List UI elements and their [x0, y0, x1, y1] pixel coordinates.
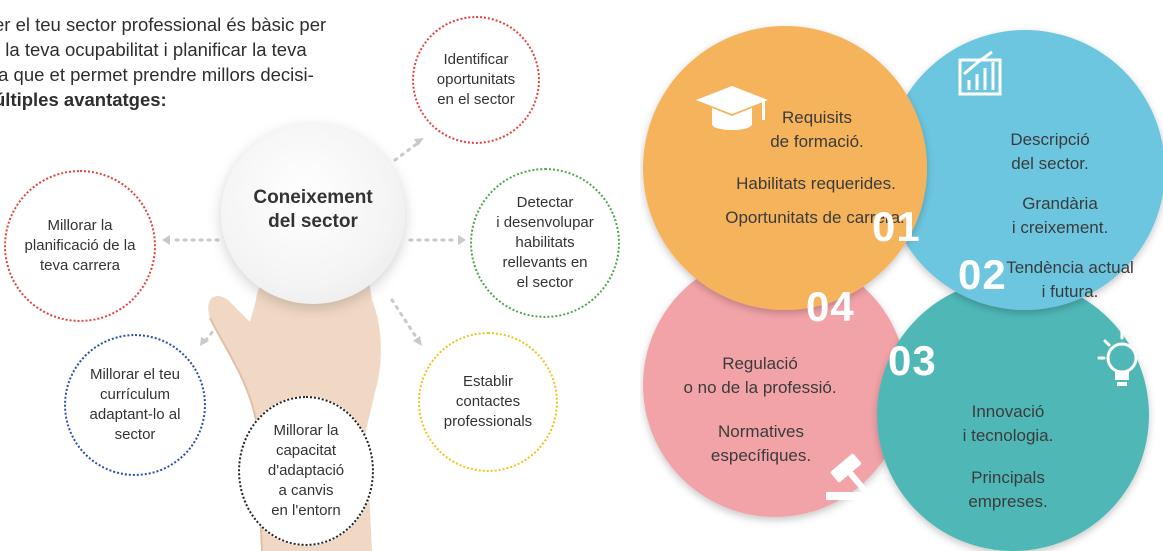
benefit-improve-cv: Millorar el teu currículum adaptant-lo a…	[64, 334, 206, 476]
benefit-adapt-change: Millorar la capacitat d'adaptació a canv…	[238, 396, 374, 546]
petal-01-skills: Habilitats requerides.	[706, 148, 926, 196]
petal-text: Descripció del sector.	[1010, 130, 1090, 173]
intro-text: er el teu sector professional és bàsic p…	[0, 12, 414, 112]
benefit-label: Millorar el teu currículum adaptant-lo a…	[89, 366, 181, 443]
petal-text: Tendència actual i futura.	[1006, 258, 1134, 301]
intro-line: r la teva ocupabilitat i planificar la t…	[0, 39, 307, 60]
petal-text: Normatives específiques.	[710, 422, 812, 465]
petal-03-innovation: Innovació i tecnologia.	[948, 376, 1068, 448]
benefit-career-planning: Millorar la planificació de la teva carr…	[4, 170, 156, 322]
petal-02-shape	[885, 30, 1163, 310]
petal-text: Requisits de formació.	[770, 108, 864, 151]
benefit-detect-skills: Detectar i desenvolupar habilitats relle…	[470, 168, 620, 318]
petal-03-number: 03	[888, 337, 937, 384]
petal-text: Habilitats requerides.	[736, 174, 896, 193]
petal-02-description: Descripció del sector.	[980, 104, 1120, 176]
benefit-label: Identificar oportunitats en el sector	[436, 51, 516, 108]
petal-04-regulations: Normatives específiques.	[696, 396, 826, 468]
petal-03-shape	[877, 279, 1149, 551]
petal-text: Oportunitats de carrera.	[725, 208, 905, 227]
graduation-cap-icon	[696, 86, 768, 130]
petal-04-shape	[643, 253, 907, 517]
benefit-label: Millorar la capacitat d'adaptació a canv…	[267, 422, 345, 519]
petal-02-size: Grandària i creixement.	[990, 168, 1130, 240]
benefit-label: Detectar i desenvolupar habilitats relle…	[496, 194, 594, 291]
intro-line: ja que et permet prendre millors decisi-	[0, 64, 314, 85]
benefit-establish-contacts: Establir contactes professionals	[418, 332, 558, 472]
center-concept: Coneixement del sector	[221, 124, 405, 304]
benefit-label: Millorar la planificació de la teva carr…	[24, 217, 136, 274]
petal-02-trend: Tendència actual i futura.	[990, 232, 1150, 304]
petal-text: Innovació i tecnologia.	[962, 402, 1054, 445]
petal-diagram	[643, 26, 1163, 551]
intro-bold-line: últiples avantatges:	[0, 89, 167, 110]
petal-text: Grandària i creixement.	[1011, 194, 1109, 237]
petal-01-number: 01	[872, 203, 921, 250]
petal-03-companies: Principals empreses.	[958, 442, 1058, 514]
petal-text: Regulació o no de la professió.	[683, 354, 837, 397]
benefit-identify-opportunities: Identificar oportunitats en el sector	[412, 16, 540, 144]
bar-chart-icon	[958, 50, 1002, 96]
benefit-label: Establir contactes professionals	[443, 373, 533, 430]
gavel-icon	[826, 453, 872, 500]
petal-02-number: 02	[958, 251, 1007, 298]
petal-04-number: 04	[806, 283, 855, 330]
petal-text: Principals empreses.	[968, 468, 1048, 511]
petal-04-regulation: Regulació o no de la professió.	[660, 328, 860, 400]
petal-01-opportunities: Oportunitats de carrera.	[700, 182, 930, 230]
intro-line: er el teu sector professional és bàsic p…	[0, 14, 327, 35]
petal-01-requirements: Requisits de formació.	[762, 82, 872, 154]
lightbulb-icon	[1097, 330, 1147, 386]
center-label: Coneixement del sector	[253, 187, 373, 232]
